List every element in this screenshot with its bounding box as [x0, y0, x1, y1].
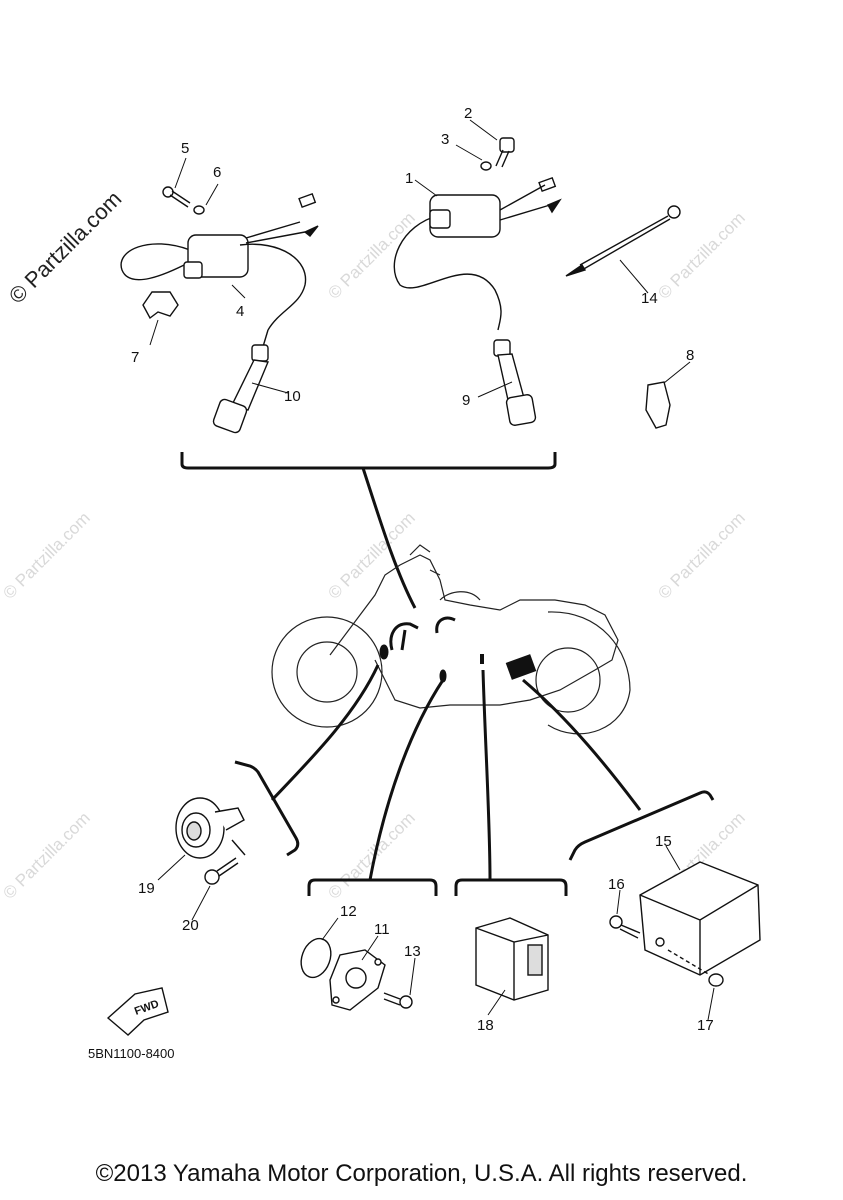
- callout-3: 3: [441, 131, 449, 148]
- callout-19: 19: [138, 880, 155, 897]
- watermark-text: © Partzilla.com: [654, 508, 748, 602]
- callout-14: 14: [641, 290, 658, 307]
- callout-17: 17: [697, 1017, 714, 1034]
- rectifier-regulator-15: [639, 861, 761, 976]
- connector-lines-lower: [270, 664, 642, 881]
- callout-numbers: 5 6 4 7 10 2 3 1 14 8 9 19 20 12 11 13 1…: [131, 105, 714, 1034]
- bolt-20: [204, 857, 239, 885]
- callout-2: 2: [464, 105, 472, 122]
- plug-cap-10: [212, 329, 269, 434]
- watermark-main: © Partzilla.com: [4, 186, 127, 309]
- horn-19: [175, 797, 246, 859]
- callout-11: 11: [374, 921, 390, 938]
- screw-13: [383, 992, 413, 1009]
- washer-6: [193, 205, 205, 215]
- copyright-notice: ©2013 Yamaha Motor Corporation, U.S.A. A…: [95, 1160, 748, 1187]
- watermarks: © Partzilla.com © Partzilla.com © Partzi…: [0, 186, 749, 903]
- watermark-text: © Partzilla.com: [324, 808, 418, 902]
- bike-part-markers: [379, 616, 537, 683]
- sensor-11: [329, 949, 386, 1011]
- plug-cap-9: [493, 339, 537, 426]
- connector-line: [361, 467, 417, 609]
- callout-12: 12: [340, 903, 357, 920]
- callout-5: 5: [181, 140, 189, 157]
- lead-wire-14: [565, 205, 681, 277]
- callout-6: 6: [213, 164, 221, 181]
- motorcycle-outline: [271, 544, 631, 735]
- bolt-2: [495, 137, 515, 168]
- nut-17: [667, 949, 724, 987]
- callout-18: 18: [477, 1017, 494, 1034]
- clamp-8: [645, 381, 671, 429]
- callout-10: 10: [284, 388, 301, 405]
- callout-9: 9: [462, 392, 470, 409]
- ignition-coil-right: [393, 176, 562, 331]
- watermark-text: © Partzilla.com: [324, 208, 418, 302]
- ignition-coil-group: [120, 119, 691, 434]
- o-ring-12: [300, 937, 332, 979]
- callout-16: 16: [608, 876, 625, 893]
- callout-13: 13: [404, 943, 421, 960]
- watermark-text: © Partzilla.com: [0, 808, 94, 902]
- washer-3: [480, 161, 492, 171]
- callout-8: 8: [686, 347, 694, 364]
- part-code: 5BN1100-8400: [88, 1046, 175, 1061]
- clip-7: [142, 291, 179, 320]
- callout-15: 15: [655, 833, 672, 850]
- relay-18: [475, 917, 549, 1001]
- ignition-coil-left: [120, 192, 319, 331]
- callout-20: 20: [182, 917, 199, 934]
- watermark-text: © Partzilla.com: [0, 508, 94, 602]
- watermark-text: © Partzilla.com: [654, 208, 748, 302]
- group-bracket-top: [180, 452, 557, 470]
- screw-5: [162, 186, 191, 208]
- forward-arrow: FWD: [106, 987, 169, 1036]
- group-brackets-lower: [234, 760, 715, 896]
- callout-4: 4: [236, 303, 244, 320]
- callout-1: 1: [405, 170, 413, 187]
- leader-lines-lower: [157, 845, 715, 1021]
- bolt-16: [609, 915, 641, 939]
- callout-7: 7: [131, 349, 139, 366]
